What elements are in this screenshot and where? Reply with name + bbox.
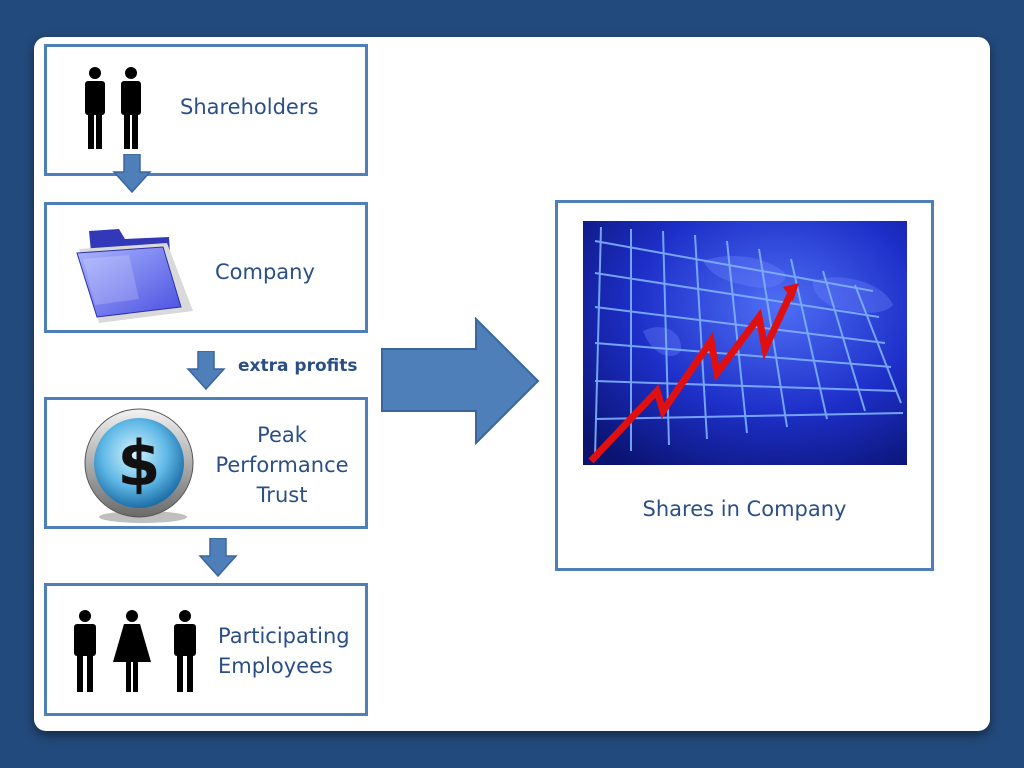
employees-label-line-2: Employees (218, 654, 333, 678)
arrow-down-trust-employees (198, 538, 238, 578)
big-right-arrow (381, 317, 540, 445)
trust-label-line-3: Trust (256, 483, 308, 507)
dollar-coin-icon: $ (84, 408, 194, 523)
shares-label: Shares in Company (642, 497, 847, 521)
company-label: Company (215, 260, 315, 284)
trust-label: Peak Performance Trust (207, 420, 357, 510)
shareholders-label: Shareholders (180, 95, 319, 119)
extra-profits-label: extra profits (238, 356, 358, 376)
company-box: Company (44, 202, 368, 333)
shareholders-box: Shareholders (44, 44, 368, 176)
arrow-down-shareholders-company (112, 154, 152, 194)
employees-box: Participating Employees (44, 583, 368, 716)
trust-label-line-1: Peak (257, 423, 307, 447)
employees-label-line-1: Participating (218, 624, 350, 648)
man-woman-man-icon (74, 610, 196, 692)
arrow-down-company-trust (186, 351, 226, 391)
trust-label-line-2: Performance (215, 453, 349, 477)
employees-label: Participating Employees (218, 621, 350, 681)
shares-box: Shares in Company (555, 200, 934, 571)
trust-box: $ Peak Performance Trust (44, 397, 368, 529)
rising-stock-chart-image (583, 221, 907, 465)
blue-folder-icon (76, 229, 193, 323)
svg-text:$: $ (117, 427, 160, 500)
two-men-icon (85, 67, 141, 149)
